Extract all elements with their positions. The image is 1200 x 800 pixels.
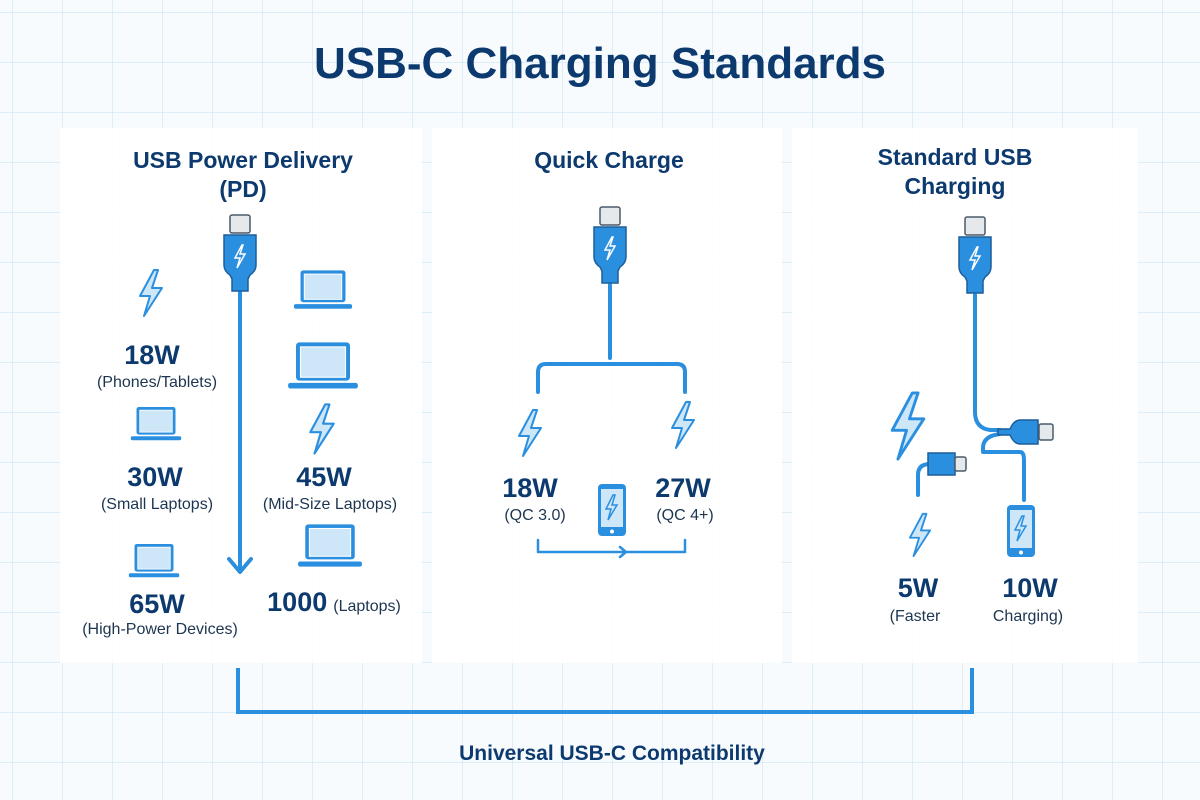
compatibility-bracket <box>236 668 974 714</box>
pd-watt-1000: 1000 <box>267 587 327 617</box>
qc-watt-18: 18W <box>502 473 558 503</box>
pd-watt-45: 45W <box>296 462 352 492</box>
qc-watt-27: 27W <box>655 473 711 503</box>
pd-desc-1000: (Laptops) <box>333 598 401 615</box>
phone-icon <box>597 483 627 537</box>
pd-watt-65: 65W <box>129 589 185 619</box>
std-desc-10: Charging) <box>993 608 1063 625</box>
usb-c-plug-icon <box>927 452 956 476</box>
qc-desc-27: (QC 4+) <box>656 507 713 524</box>
qc-flow-arrow <box>536 538 687 559</box>
std-title-line1: Standard USB <box>878 144 1033 170</box>
qc-title: Quick Charge <box>534 147 684 173</box>
pd-watt-18: 18W <box>124 340 180 370</box>
pd-title-line2: (PD) <box>219 176 266 202</box>
plug-tip <box>954 456 967 472</box>
pd-title-line1: USB Power Delivery <box>133 147 353 173</box>
pd-item-1000: 1000 (Laptops) <box>267 587 401 617</box>
std-panel <box>792 128 1138 663</box>
pd-desc-65: (High-Power Devices) <box>82 621 238 638</box>
footer-caption: Universal USB-C Compatibility <box>459 742 765 765</box>
pd-desc-18: (Phones/Tablets) <box>97 374 217 391</box>
std-watt-10: 10W <box>1002 573 1058 603</box>
pd-desc-45: (Mid-Size Laptops) <box>263 496 397 513</box>
std-desc-5: (Faster <box>890 608 941 625</box>
pd-desc-30: (Small Laptops) <box>101 496 213 513</box>
qc-desc-18: (QC 3.0) <box>504 507 565 524</box>
phone-icon <box>1006 504 1036 558</box>
qc-cable-split <box>536 283 687 394</box>
pd-watt-30: 30W <box>127 462 183 492</box>
std-title-line2: Charging <box>905 173 1006 199</box>
page-title: USB-C Charging Standards <box>314 39 886 88</box>
pd-cable-arrow <box>227 288 253 574</box>
std-watt-5: 5W <box>898 573 939 603</box>
